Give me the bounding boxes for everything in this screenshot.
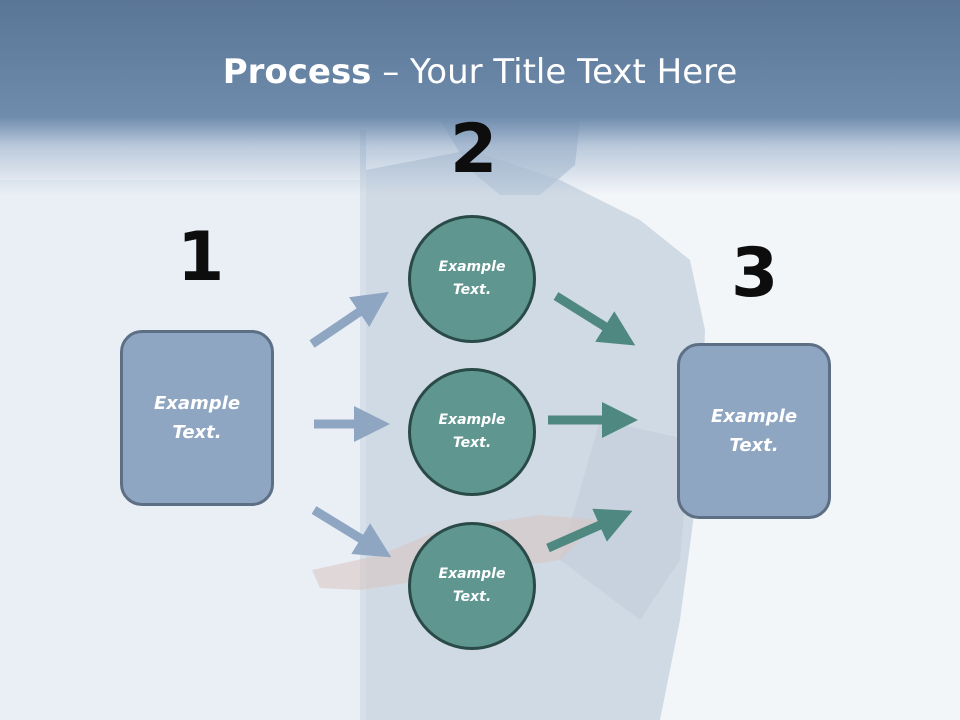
process-circle-bottom[interactable]: Example Text. xyxy=(408,522,536,650)
left-process-box[interactable]: Example Text. xyxy=(120,330,274,506)
arrow-bottom-to-right xyxy=(546,508,633,553)
right-box-text: Example Text. xyxy=(710,406,798,456)
arrow-top-to-right xyxy=(553,292,636,346)
step-number-2: 2 xyxy=(450,110,498,189)
title-rest: – Your Title Text Here xyxy=(371,52,738,92)
circle-text: Example Text. xyxy=(438,259,506,298)
left-box-text: Example Text. xyxy=(153,393,241,443)
process-circle-top[interactable]: Example Text. xyxy=(408,215,536,343)
title-banner xyxy=(0,0,960,195)
slide-title: Process – Your Title Text Here xyxy=(0,52,960,92)
circle-text: Example Text. xyxy=(438,412,506,451)
right-process-box[interactable]: Example Text. xyxy=(677,343,831,519)
step-number-1: 1 xyxy=(177,218,225,297)
title-bold: Process xyxy=(222,52,372,92)
arrow-left-to-top xyxy=(309,291,389,348)
step-number-3: 3 xyxy=(731,234,779,313)
circle-text: Example Text. xyxy=(438,566,506,605)
arrow-left-to-bottom xyxy=(311,506,392,558)
process-circle-middle[interactable]: Example Text. xyxy=(408,368,536,496)
